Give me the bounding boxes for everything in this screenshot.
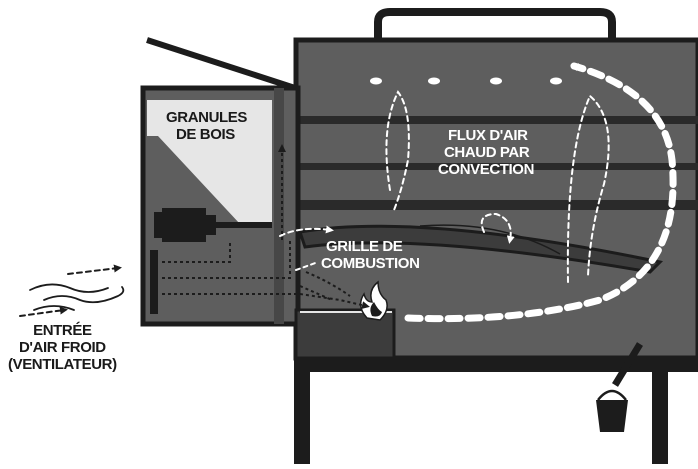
- flame-icon: [359, 280, 388, 321]
- convection-label-line-3: CONVECTION: [438, 161, 535, 178]
- grate-label-line-2: COMBUSTION: [321, 255, 420, 272]
- convection-label-line-1: FLUX D'AIR: [448, 127, 528, 144]
- combustion-grate: [298, 224, 664, 274]
- lid-handle: [374, 8, 616, 40]
- hopper-partition: [274, 88, 284, 324]
- fan-motor-icon: [150, 208, 272, 314]
- pellets-label-line-1: GRANULES: [166, 109, 247, 126]
- pellets-label: GRANULES DE BOIS: [166, 109, 247, 143]
- bucket-icon: [596, 389, 628, 432]
- convection-airflow: [279, 62, 677, 323]
- cold-air-intake-label: ENTRÉE D'AIR FROID (VENTILATEUR): [8, 322, 117, 373]
- drain-pipe: [612, 342, 643, 387]
- grate-label: GRILLE DE COMBUSTION: [321, 238, 420, 272]
- intake-label-line-2: D'AIR FROID: [19, 339, 106, 356]
- hopper-lid: [146, 37, 296, 91]
- convection-label-line-2: CHAUD PAR: [444, 144, 530, 161]
- pellets-label-line-2: DE BOIS: [176, 126, 235, 143]
- wood-pellets: [147, 100, 272, 224]
- grate-label-line-1: GRILLE DE: [326, 238, 403, 255]
- intake-label-line-3: (VENTILATEUR): [8, 356, 117, 373]
- intake-label-line-1: ENTRÉE: [33, 322, 92, 339]
- grill-legs: [294, 356, 698, 464]
- smoke-vents: [370, 77, 562, 85]
- convection-label: FLUX D'AIR CHAUD PAR CONVECTION: [438, 127, 534, 178]
- cold-air-wind-icon: [19, 264, 125, 317]
- internal-airflow: [162, 144, 370, 309]
- chamber-grates: [298, 116, 698, 210]
